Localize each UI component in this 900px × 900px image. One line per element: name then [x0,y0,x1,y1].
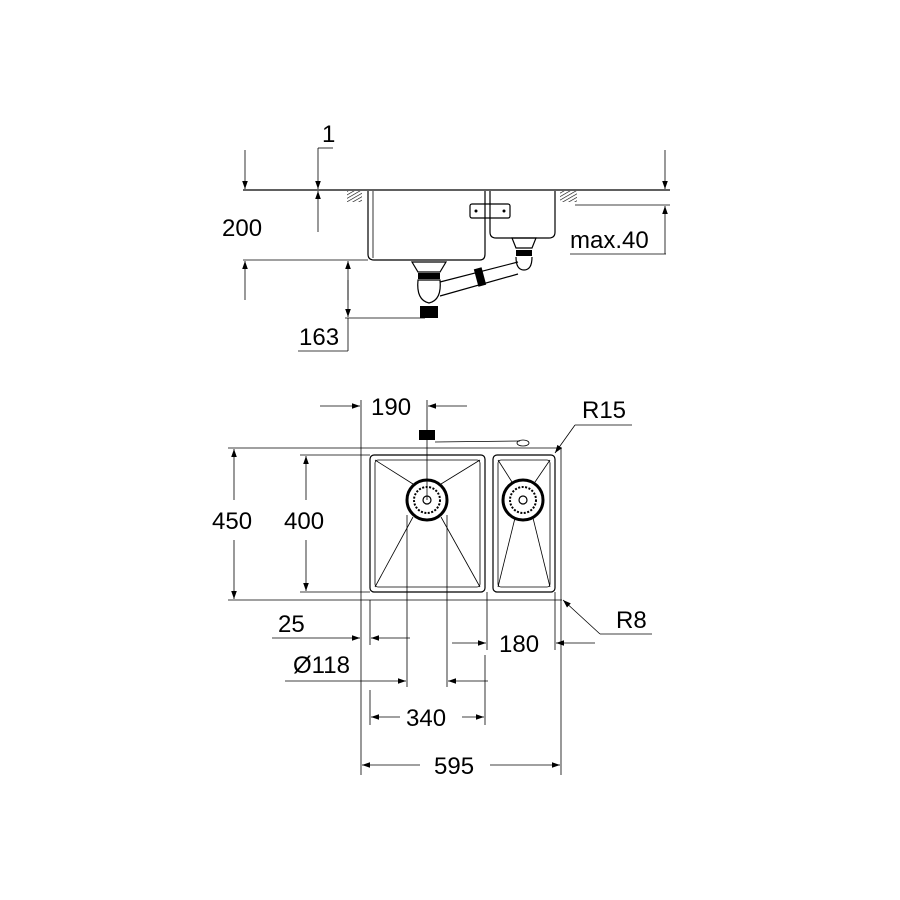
dim-main-bowl-width-label: 340 [406,705,446,732]
small-drain [501,478,545,522]
dim-edge-label: 25 [278,611,305,638]
dim-depth-label: 200 [222,215,262,242]
overflow-pipe [434,440,521,443]
small-bowl-inner [497,459,551,588]
r15-leader [554,424,576,454]
small-bowl-profile [489,191,556,239]
radius-inner-label: R8 [616,607,647,634]
r8-leader [562,599,601,635]
countertop-hatch-left [347,191,362,202]
main-bowl-inner [374,459,481,588]
dim-counter-thickness-label: max.40 [570,227,649,254]
main-bowl-slopes [374,459,481,588]
main-bowl-profile [367,191,486,261]
dim-drain-diameter-label: Ø118 [293,652,350,679]
dim-drain-depth-label: 163 [299,324,339,351]
waste-fitting [410,237,537,318]
countertop-hatch-right [560,191,577,202]
radius-outer-label: R15 [582,397,626,424]
bracket-screw [474,209,478,213]
overflow-connector [516,439,530,447]
bracket-screw [502,209,506,213]
mounting-bracket [469,203,511,219]
dim-bowl-depth-label: 400 [284,508,324,535]
dim-gap-label: 1 [322,121,335,148]
dim-drain-offset-label: 190 [371,394,411,421]
dim-total-width-label: 595 [434,753,474,780]
small-bowl [492,454,556,593]
top-view: 190 R15 450 400 R8 25 180 [212,394,652,780]
side-view: 1 200 max.40 163 [222,121,670,352]
dim-outer-depth-label: 450 [212,508,252,535]
main-bowl [369,454,486,593]
dim-small-bowl-width-label: 180 [499,631,539,658]
small-bowl-slopes [497,459,551,588]
